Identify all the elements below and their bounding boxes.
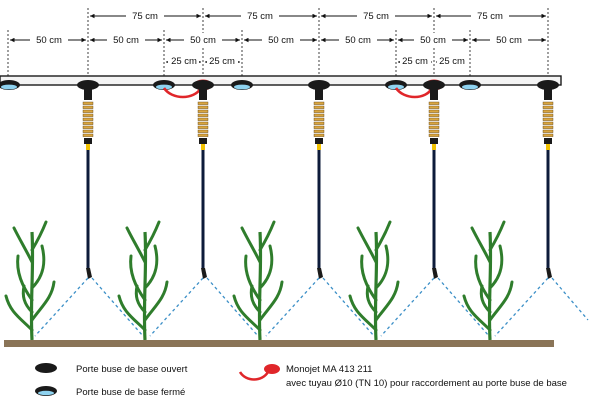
dim-75-4: 75 cm — [477, 11, 503, 22]
dropper-nozzle — [192, 80, 214, 279]
closed-nozzle-holders — [0, 80, 481, 90]
closed-nozzle-icon — [0, 80, 20, 90]
closed-nozzle-icon — [385, 80, 407, 90]
dropper-nozzle — [423, 80, 445, 279]
dim-50-7: 50 cm — [496, 35, 522, 46]
dim-50-4: 50 cm — [268, 35, 294, 46]
maize-plant — [232, 220, 284, 341]
soil-strip — [4, 340, 554, 347]
dim-25-4: 25 cm — [439, 56, 465, 67]
dim-25-3: 25 cm — [402, 56, 428, 67]
dim-50-1: 50 cm — [36, 35, 62, 46]
dim-50-2: 50 cm — [113, 35, 139, 46]
legend-monojet-title: Monojet MA 413 211 — [286, 364, 372, 375]
maize-plant — [348, 220, 400, 341]
maize-plant — [4, 220, 56, 341]
dim-75-2: 75 cm — [247, 11, 273, 22]
closed-nozzle-icon — [459, 80, 481, 90]
maize-plant — [117, 220, 169, 341]
dim-50-3: 50 cm — [190, 35, 216, 46]
legend-closed-label: Porte buse de base fermé — [76, 387, 185, 398]
dropper-nozzle — [308, 80, 330, 279]
legend-closed-nozzle-icon — [35, 386, 57, 396]
dim-25-1: 25 cm — [171, 56, 197, 67]
dropper-nozzle — [77, 80, 99, 279]
dim-50-5: 50 cm — [345, 35, 371, 46]
maize-plant — [462, 220, 514, 341]
dim-25-2: 25 cm — [209, 56, 235, 67]
legend-monojet-desc: avec tuyau Ø10 (TN 10) pour raccordement… — [286, 378, 567, 389]
dim-75-3: 75 cm — [363, 11, 389, 22]
dim-75-1: 75 cm — [132, 11, 158, 22]
legend-monojet-icon — [238, 364, 280, 381]
dropper-nozzle — [537, 80, 559, 279]
dim-50-6: 50 cm — [420, 35, 446, 46]
droppers — [77, 80, 559, 279]
legend-open-label: Porte buse de base ouvert — [76, 364, 188, 375]
closed-nozzle-icon — [153, 80, 175, 90]
boom-bar — [0, 75, 562, 86]
legend: Porte buse de base ouvert Porte buse de … — [35, 363, 567, 398]
crop-plants — [4, 220, 514, 341]
legend-open-nozzle-icon — [35, 363, 57, 373]
spray-patterns — [34, 277, 589, 337]
closed-nozzle-icon — [231, 80, 253, 90]
